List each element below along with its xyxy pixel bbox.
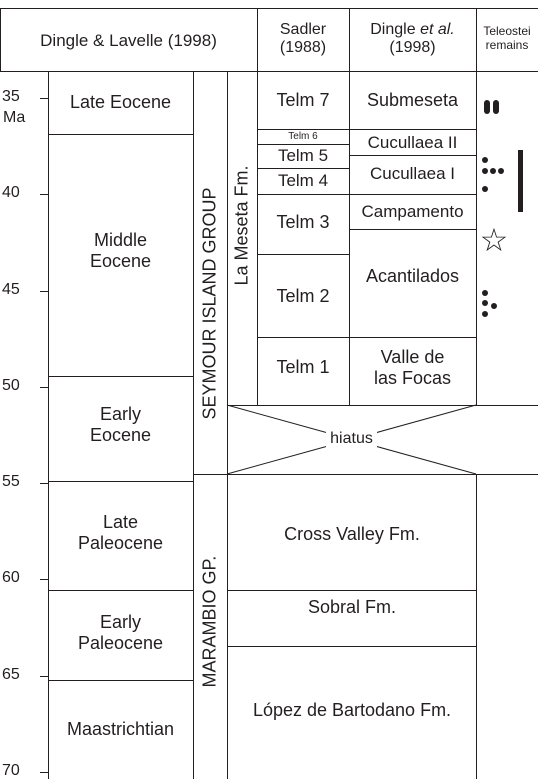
- unit-submeseta: Submeseta: [366, 90, 459, 110]
- unit-telm3: Telm 3: [276, 212, 330, 232]
- cucullaea2-bottom: [349, 155, 476, 156]
- telm4-bottom: [257, 194, 349, 195]
- group-marambio: MARAMBIO GP.: [199, 555, 220, 688]
- formation-cross-valley: Cross Valley Fm.: [284, 524, 420, 544]
- formation-right-border: [476, 474, 477, 779]
- teleostei-range-bar: [518, 150, 523, 212]
- unit-telm5: Telm 5: [277, 146, 329, 165]
- header-divider-1: [257, 8, 258, 72]
- header-teleostei: Teleostei remains: [483, 24, 531, 52]
- teleostei-dot-a4: [498, 168, 504, 174]
- top-border: [0, 8, 538, 9]
- axis-tick: [40, 291, 48, 292]
- unit-telm1: Telm 1: [276, 357, 330, 377]
- telm7-bottom: [257, 129, 349, 130]
- telm3-bottom: [257, 254, 349, 255]
- teleostei-dot-a3: [490, 168, 496, 174]
- group-seymour-island: SEYMOUR ISLAND GROUP: [199, 187, 220, 420]
- boundary-middle-early-eocene: [48, 376, 193, 377]
- unit-telm4: Telm 4: [277, 171, 329, 190]
- telm5-bottom: [257, 168, 349, 169]
- teleostei-dot-a1: [482, 157, 488, 163]
- axis-tick: [40, 98, 48, 99]
- formation-sobral: Sobral Fm.: [307, 597, 397, 617]
- sadler-column-right: [349, 71, 350, 405]
- telm6-bottom: [257, 144, 349, 145]
- teleostei-dot-b2: [482, 300, 488, 306]
- star-icon: ☆: [479, 221, 509, 259]
- telm2-bottom: [257, 337, 349, 338]
- axis-tick: [40, 194, 48, 195]
- axis-tick-label: 45: [2, 281, 20, 298]
- header-sadler: Sadler (1988): [279, 21, 327, 57]
- axis-tick-label: 50: [2, 377, 20, 394]
- axis-tick: [40, 483, 48, 484]
- teleostei-dot-b1: [482, 290, 488, 296]
- axis-tick-label: 70: [2, 762, 20, 779]
- epoch-column-right: [193, 71, 194, 779]
- unit-telm6: Telm 6: [288, 131, 318, 142]
- teleostei-dot-b4: [482, 311, 488, 317]
- epoch-maastrichtian: Maastrichtian: [66, 719, 175, 739]
- sobral-bottom: [227, 646, 477, 647]
- unit-telm2: Telm 2: [276, 286, 330, 306]
- unit-acantilados: Acantilados: [365, 266, 460, 286]
- header-dingle-lavelle: Dingle & Lavelle (1998): [40, 31, 217, 50]
- boundary-paleocene-maastrichtian: [48, 680, 193, 681]
- cucullaea1-bottom: [349, 194, 476, 195]
- teleostei-mark-2: [493, 100, 499, 114]
- unit-telm7: Telm 7: [276, 90, 330, 110]
- header-dingle-et-al: Dingle et al. (1998): [370, 21, 455, 57]
- teleostei-dot-b3: [491, 303, 497, 309]
- hiatus-top: [227, 405, 538, 406]
- formation-lopez-de-bartodano: López de Bartodano Fm.: [252, 700, 452, 720]
- left-border: [0, 8, 1, 72]
- dingle-column-right: [476, 71, 477, 405]
- unit-campamento: Campamento: [361, 202, 464, 221]
- boundary-late-early-paleocene: [48, 590, 193, 591]
- axis-tick: [40, 676, 48, 677]
- epoch-late-eocene: Late Eocene: [69, 92, 172, 112]
- axis-tick: [40, 772, 48, 773]
- axis-tick-label: 65: [2, 666, 20, 683]
- teleostei-mark-1: [484, 100, 490, 114]
- boundary-late-middle-eocene: [48, 134, 193, 135]
- teleostei-dot-a2: [482, 168, 488, 174]
- submeseta-bottom: [349, 129, 476, 130]
- axis-tick-label: 55: [2, 473, 20, 490]
- formation-la-meseta: La Meseta Fm.: [231, 165, 252, 286]
- header-divider-3: [476, 8, 477, 72]
- unit-cucullaea-i: Cucullaea I: [369, 164, 456, 183]
- campamento-bottom: [349, 229, 476, 230]
- unit-cucullaea-ii: Cucullaea II: [367, 133, 458, 152]
- cross-valley-bottom: [227, 590, 477, 591]
- header-divider-2: [349, 8, 350, 72]
- group-column-right: [227, 71, 228, 779]
- header-bottom-border: [0, 71, 538, 72]
- axis-tick-label: 35: [2, 88, 20, 105]
- boundary-seymour-marambio: [193, 474, 227, 475]
- boundary-eocene-paleocene: [48, 481, 193, 482]
- teleostei-dot-a5: [482, 186, 488, 192]
- axis-tick-label: 60: [2, 569, 20, 586]
- axis-tick: [40, 579, 48, 580]
- axis-unit-label: Ma: [3, 109, 26, 126]
- axis-tick: [40, 387, 48, 388]
- formation-column-right: [257, 71, 258, 405]
- hiatus-bottom: [227, 474, 538, 475]
- hiatus-label: hiatus: [227, 430, 476, 448]
- acantilados-bottom: [349, 337, 476, 338]
- unit-valle-de-las-focas: Valle de las Focas: [373, 347, 452, 388]
- axis-tick-label: 40: [2, 184, 20, 201]
- time-axis-line: [48, 71, 49, 779]
